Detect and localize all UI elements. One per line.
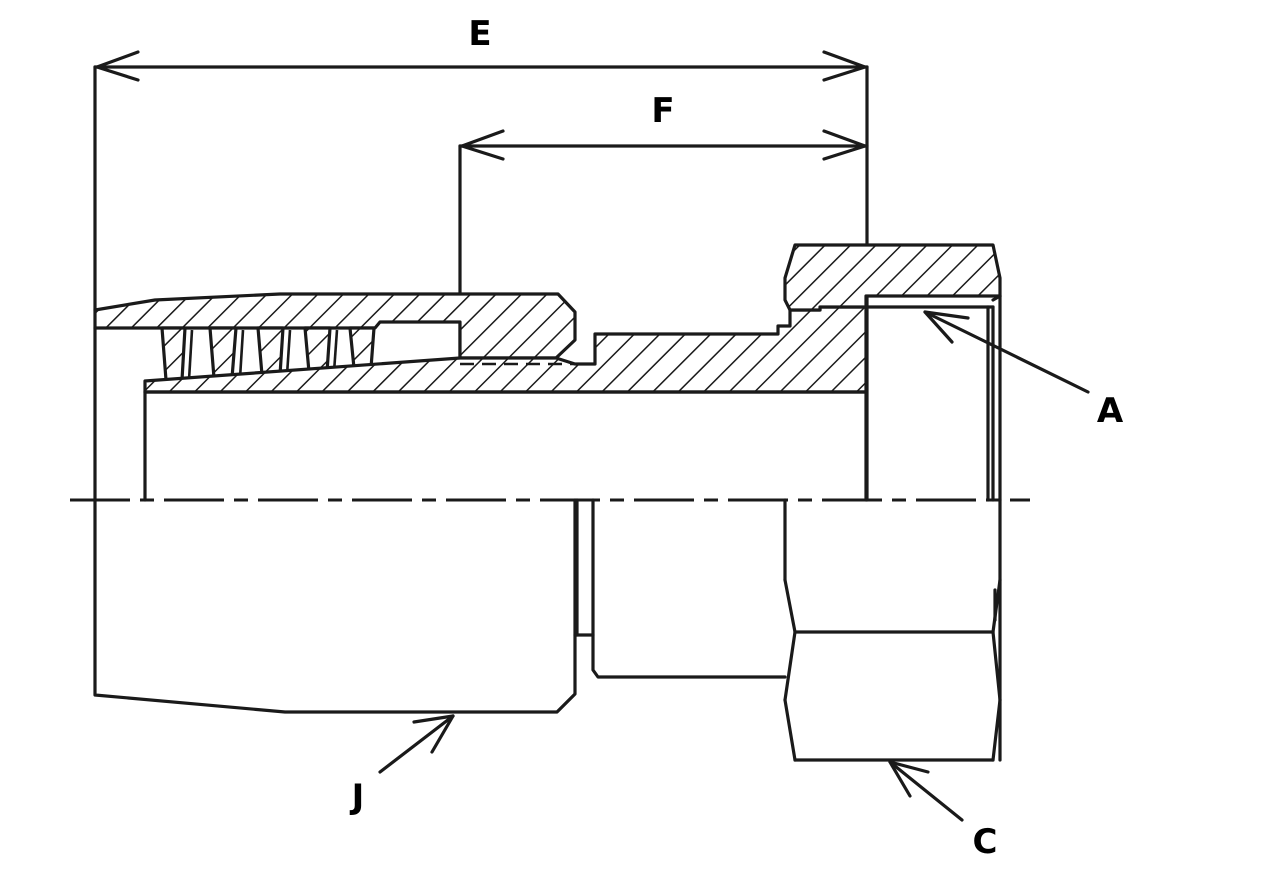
label-c: C [973,822,998,862]
ferrule-exterior [93,498,577,714]
hex-nut-exterior [783,498,1002,762]
leader-j [378,714,455,774]
label-e: E [468,14,491,54]
label-a: A [1097,391,1124,431]
bore-lines [93,294,1002,502]
label-f: F [651,91,674,131]
nut-section [783,243,1002,312]
label-j: J [350,777,365,817]
leader-a [923,310,1090,394]
nipple-exterior [591,498,787,679]
dimension-e [93,50,869,502]
leader-c [888,760,964,822]
